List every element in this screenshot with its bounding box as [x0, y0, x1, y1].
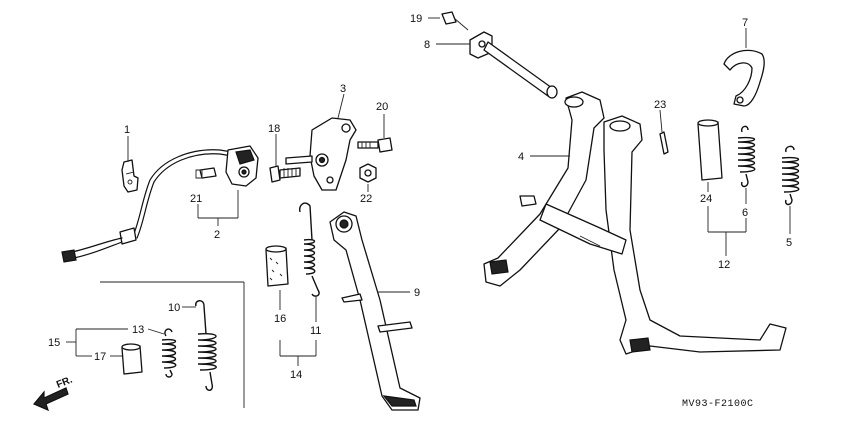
part-rubber-16: [265, 245, 289, 287]
callout-4: 4: [518, 151, 524, 163]
callout-17: 17: [94, 351, 106, 363]
part-nut-22: [359, 163, 377, 183]
callout-18: 18: [268, 123, 280, 135]
part-side-stand: [329, 211, 421, 411]
part-bolt-20: [357, 137, 393, 153]
callout-labels: 1 2 3 4 5 6 7 8 9 10 11 12 13 14 15 16 1…: [48, 13, 792, 381]
callout-24: 24: [700, 193, 712, 205]
inset-frame: [100, 281, 245, 408]
callout-22: 22: [360, 193, 372, 205]
callout-14: 14: [290, 369, 302, 381]
callout-15: 15: [48, 337, 60, 349]
front-direction-arrow: FR.: [33, 374, 74, 412]
callout-12: 12: [718, 259, 730, 271]
callout-20: 20: [376, 101, 388, 113]
callout-10: 10: [168, 302, 180, 314]
callout-7: 7: [742, 17, 748, 29]
part-main-stand: [483, 91, 787, 355]
part-spring-6: [737, 125, 756, 188]
part-pivot-shaft: [441, 11, 558, 99]
part-collar-17: [121, 343, 143, 375]
diagram-code: MV93-F2100C: [682, 399, 754, 410]
callout-2: 2: [214, 229, 220, 241]
callout-5: 5: [786, 237, 792, 249]
callout-11: 11: [310, 325, 321, 337]
part-spring-11: [298, 202, 320, 297]
callout-8: 8: [424, 39, 430, 51]
part-spring-10: [195, 300, 217, 391]
part-stopper-7: [723, 49, 765, 107]
callout-1: 1: [124, 124, 130, 136]
front-label: FR.: [55, 374, 74, 390]
part-spring-13: [161, 328, 177, 378]
part-bolt-18: [269, 165, 301, 183]
callout-19: 19: [410, 13, 422, 25]
part-pin-23: [659, 131, 669, 155]
callout-13: 13: [132, 324, 144, 336]
callout-6: 6: [742, 207, 748, 219]
callout-23: 23: [654, 99, 666, 111]
callout-3: 3: [340, 83, 346, 95]
callout-16: 16: [274, 313, 286, 325]
callout-21: 21: [190, 193, 202, 205]
part-bracket: [285, 117, 357, 191]
part-collar-24: [697, 119, 723, 181]
part-switch-harness: [61, 145, 259, 263]
part-clamp: [121, 159, 139, 193]
callout-9: 9: [414, 287, 420, 299]
part-spring-5: [781, 145, 800, 206]
leader-lines: [66, 17, 791, 366]
